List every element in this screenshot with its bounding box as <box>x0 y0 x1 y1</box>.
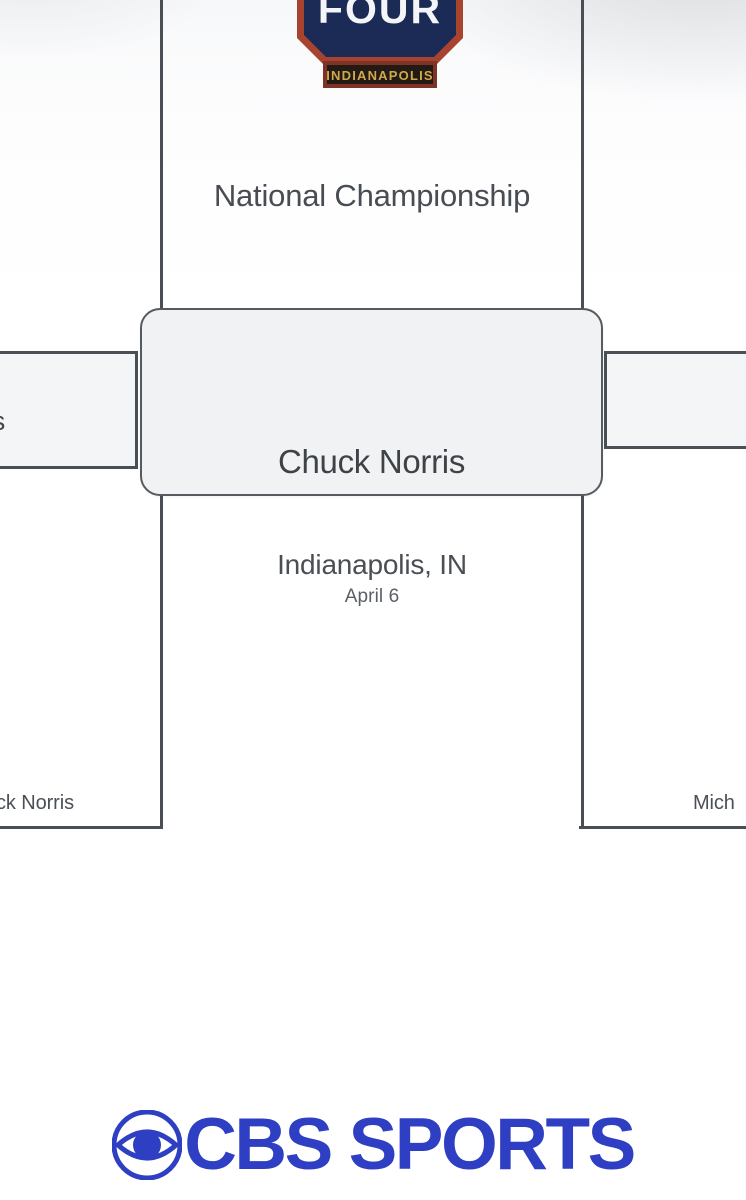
cbs-eye-icon <box>112 1109 183 1180</box>
semifinal-slot-left[interactable]: is <box>0 351 138 469</box>
champion-slot[interactable]: Chuck Norris <box>140 308 603 496</box>
bracket-line-upper-right <box>581 0 584 312</box>
semifinal-slot-right[interactable] <box>604 351 746 449</box>
final-four-logo: FOUR INDIANAPOLIS <box>287 0 473 116</box>
bracket-line-bottom-left <box>0 826 163 829</box>
bracket-line-lower-left <box>160 496 163 829</box>
round-title: National Championship <box>213 178 531 213</box>
bracket-line-upper-left <box>160 0 163 312</box>
cbs-sports-wordmark: CBS SPORTS <box>184 1104 636 1185</box>
svg-text:FOUR: FOUR <box>318 0 442 32</box>
game-site-block: Indianapolis, IN April 6 <box>163 548 581 610</box>
semifinal-left-label: is <box>0 406 5 437</box>
regional-label-bottom-left: ck Norris <box>0 792 74 814</box>
bracket-line-bottom-right <box>579 826 746 829</box>
game-site-date: April 6 <box>344 586 400 607</box>
svg-text:INDIANAPOLIS: INDIANAPOLIS <box>326 68 434 83</box>
bracket-line-lower-right <box>581 496 584 829</box>
regional-label-bottom-right: Mich <box>693 792 735 814</box>
champion-name: Chuck Norris <box>277 443 466 480</box>
game-site-city: Indianapolis, IN <box>277 549 467 580</box>
cbs-sports-footer: CBS SPORTS <box>0 1108 746 1181</box>
